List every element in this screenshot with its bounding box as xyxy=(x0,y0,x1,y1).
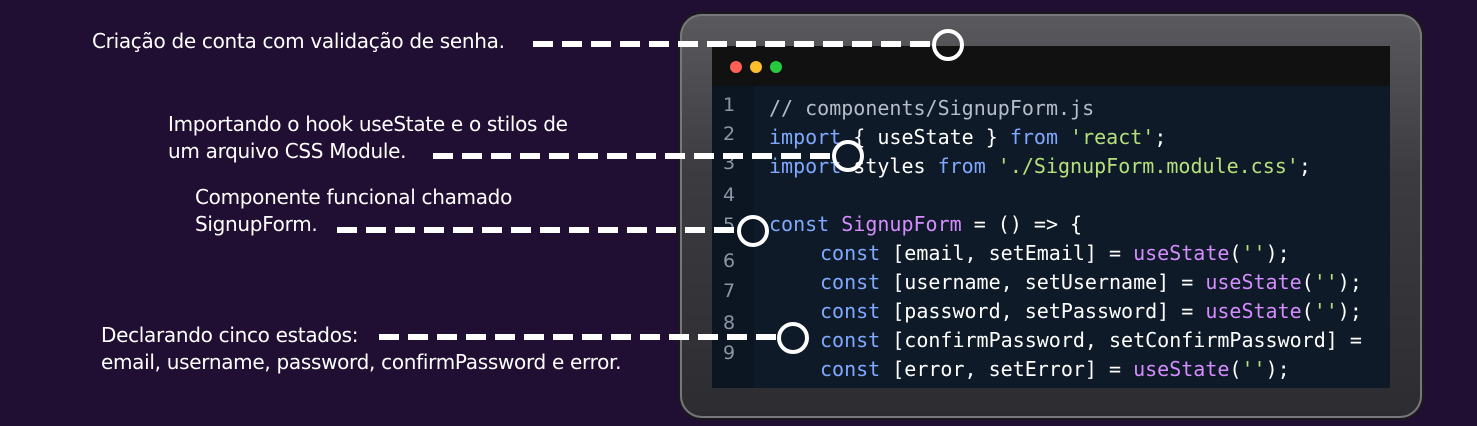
annotation-imports: Importando o hook useState e o stilos de… xyxy=(168,111,568,165)
target-circle xyxy=(932,29,964,61)
code-text: ); xyxy=(1265,357,1290,381)
code-string: './SignupForm.module.css' xyxy=(997,154,1299,178)
code-keyword: const xyxy=(820,357,881,381)
code-keyword: const xyxy=(769,212,830,236)
target-circle xyxy=(737,215,769,247)
line-number: 7 xyxy=(722,280,736,302)
annotation-text: Declarando cinco estados: xyxy=(101,323,359,347)
code-text: ( xyxy=(1229,357,1242,381)
line-number: 6 xyxy=(722,250,736,272)
annotation-states: Declarando cinco estados: email, usernam… xyxy=(101,322,621,376)
annotation-component: Componente funcional chamado SignupForm. xyxy=(195,184,512,238)
code-text: ( xyxy=(1301,270,1314,294)
window-titlebar xyxy=(712,46,1390,86)
line-number: 8 xyxy=(722,312,736,334)
code-text: ; xyxy=(1298,154,1311,178)
maximize-window-dot xyxy=(770,61,782,73)
minimize-window-dot xyxy=(750,61,762,73)
code-function-call: useState xyxy=(1133,241,1230,265)
code-text: ); xyxy=(1265,241,1290,265)
code-string: 'react' xyxy=(1070,125,1155,149)
annotation-text: Importando o hook useState e o stilos de xyxy=(168,112,568,136)
target-circle xyxy=(777,322,809,354)
code-text: = () => { xyxy=(961,212,1083,236)
code-text: [password, setPassword] = xyxy=(880,299,1206,323)
code-line-7: const [username, setUsername] = useState… xyxy=(820,270,1362,294)
code-string: '' xyxy=(1313,299,1338,323)
code-text: ( xyxy=(1229,241,1242,265)
annotation-text: email, username, password, confirmPasswo… xyxy=(101,350,622,374)
code-function-call: useState xyxy=(1205,299,1302,323)
code-line-2: import { useState } from 'react'; xyxy=(769,125,1166,149)
code-function-name: SignupForm xyxy=(841,212,962,236)
line-number: 2 xyxy=(722,123,736,145)
code-text: [username, setUsername] = xyxy=(880,270,1206,294)
code-text: { useState } xyxy=(841,125,1010,149)
code-function-call: useState xyxy=(1133,357,1230,381)
annotation-text: Criação de conta com validação de senha. xyxy=(92,29,505,53)
line-number: 9 xyxy=(722,342,736,364)
code-line-6: const [email, setEmail] = useState(''); xyxy=(820,241,1290,265)
code-function-call: useState xyxy=(1205,270,1302,294)
code-string: '' xyxy=(1241,357,1266,381)
code-text: ); xyxy=(1337,299,1362,323)
code-text: [confirmPassword, setConfirmPassword] = xyxy=(880,328,1374,352)
annotation-account-creation: Criação de conta com validação de senha. xyxy=(92,28,505,55)
code-text: [error, setError] = xyxy=(880,357,1134,381)
code-line-10: const [error, setError] = useState(''); xyxy=(820,357,1290,381)
code-keyword: from xyxy=(1009,125,1058,149)
code-keyword: const xyxy=(820,241,881,265)
line-number: 4 xyxy=(722,184,736,206)
code-line-5: const SignupForm = () => { xyxy=(769,212,1082,236)
code-text: [email, setEmail] = xyxy=(880,241,1134,265)
code-keyword: const xyxy=(820,328,881,352)
code-line-3: import styles from './SignupForm.module.… xyxy=(769,154,1311,178)
code-line-1: // components/SignupForm.js xyxy=(769,96,1094,120)
code-string: '' xyxy=(1241,241,1266,265)
code-keyword: import xyxy=(769,125,842,149)
close-window-dot xyxy=(730,61,742,73)
code-text: ); xyxy=(1337,270,1362,294)
code-line-8: const [password, setPassword] = useState… xyxy=(820,299,1362,323)
line-number: 1 xyxy=(722,94,736,116)
code-comment: // components/SignupForm.js xyxy=(769,96,1095,120)
code-keyword: const xyxy=(820,299,881,323)
code-text: ( xyxy=(1301,299,1314,323)
annotation-text: SignupForm. xyxy=(195,212,318,236)
target-circle xyxy=(832,140,864,172)
code-text: ; xyxy=(1154,125,1167,149)
code-keyword: const xyxy=(820,270,881,294)
code-string: '' xyxy=(1313,270,1338,294)
annotation-text: Componente funcional chamado xyxy=(195,185,513,209)
annotation-text: um arquivo CSS Module. xyxy=(168,139,407,163)
code-line-9: const [confirmPassword, setConfirmPasswo… xyxy=(820,328,1374,352)
code-keyword: from xyxy=(937,154,986,178)
code-text: styles xyxy=(841,154,938,178)
